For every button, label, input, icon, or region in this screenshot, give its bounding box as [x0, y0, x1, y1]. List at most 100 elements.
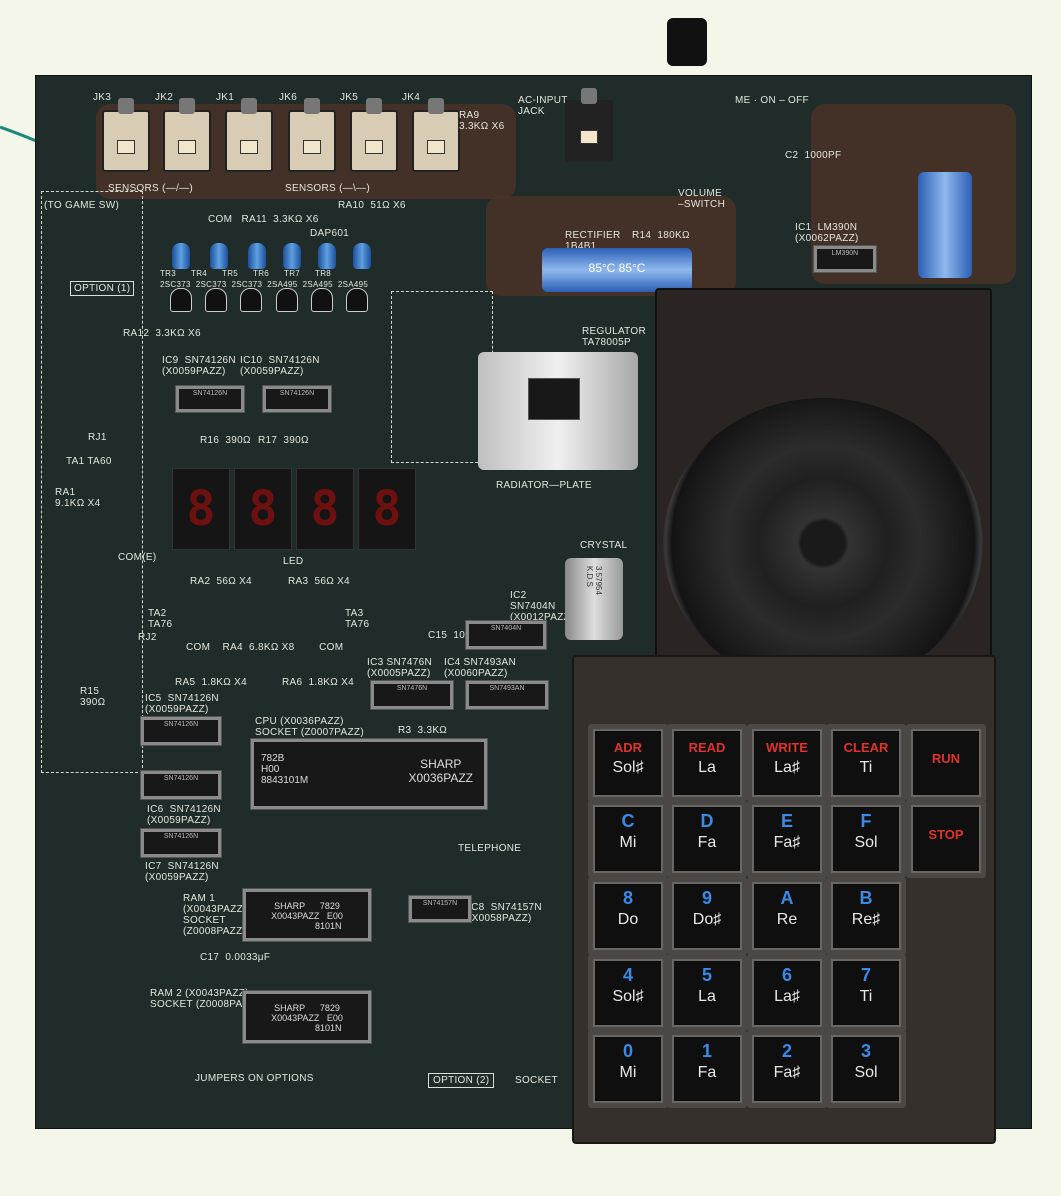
label-ic3: IC3 SN7476N (X0005PAZZ) — [367, 657, 432, 679]
key-note: La♯ — [774, 988, 800, 1005]
led-digit: 8 — [172, 468, 230, 550]
key-label: 9 — [701, 888, 712, 908]
key-label: 5 — [701, 965, 712, 985]
electrolytic-capacitor-c4 — [918, 172, 972, 278]
label-sensors-left: SENSORS (—/—) — [108, 183, 194, 194]
sensor-jack[interactable] — [350, 98, 398, 172]
chip-ic4: SN7493AN — [465, 680, 549, 710]
key-note: Re♯ — [851, 911, 881, 928]
ram1-chip: SHARP 7829 X0043PAZZ E00 8101N — [242, 888, 372, 942]
label-ra11: COM RA11 3.3KΩ X6 — [208, 214, 319, 225]
key-label: 3 — [860, 1041, 871, 1061]
key-label: 6 — [781, 965, 792, 985]
key-note: Sol — [854, 1064, 878, 1081]
option1-outline — [41, 191, 143, 773]
key-label: ADR — [613, 740, 643, 755]
key-label: 0 — [622, 1041, 633, 1061]
led-digit: 8 — [234, 468, 292, 550]
transistor — [276, 288, 298, 312]
label-ic4: IC4 SN7493AN (X0060PAZZ) — [444, 657, 516, 679]
key-note: La — [698, 759, 716, 776]
key-stop[interactable]: STOP — [906, 800, 986, 878]
label-dap601: DAP601 — [310, 228, 350, 239]
label-r16: R16 390Ω — [200, 435, 251, 446]
transistor — [205, 288, 227, 312]
sensor-jack[interactable] — [102, 98, 150, 172]
label-ic7: IC7 SN74126N (X0059PAZZ) — [145, 861, 219, 883]
led-digit: 8 — [296, 468, 354, 550]
sensor-jack[interactable] — [225, 98, 273, 172]
key-label: F — [860, 811, 872, 831]
chip-ic3: SN7476N — [370, 680, 454, 710]
label-ram2: RAM 2 (X0043PAZZ) SOCKET (Z0008PAZZ) — [150, 988, 259, 1010]
label-ic1: IC1 LM390N (X0062PAZZ) — [795, 222, 859, 244]
key-label: READ — [688, 740, 726, 755]
key-note: Fa — [697, 834, 717, 851]
label-socket: SOCKET — [515, 1075, 558, 1086]
label-ta2: TA2 TA76 — [148, 608, 173, 630]
chip-ic1: LM390N — [813, 245, 877, 273]
chip-ic9: SN74126N — [175, 385, 245, 413]
transistor — [311, 288, 333, 312]
key-label: STOP — [928, 827, 964, 842]
capacitor — [172, 243, 190, 269]
volume-knob[interactable] — [667, 18, 707, 66]
sensor-jack[interactable] — [288, 98, 336, 172]
key-label: E — [780, 811, 793, 831]
label-ic9: IC9 SN74126N (X0059PAZZ) — [162, 355, 236, 377]
label-ic8: IC8 SN74157N (X0058PAZZ) — [468, 902, 542, 924]
regulator-chip — [528, 378, 580, 420]
ac-input-jack[interactable] — [565, 88, 613, 162]
key-read[interactable]: READ La — [667, 724, 747, 802]
cpu-brand: SHARP X0036PAZZ — [408, 757, 473, 785]
jack-label: JK6 — [279, 92, 298, 103]
key-note: Do♯ — [692, 911, 722, 928]
key-note: Ti — [859, 988, 873, 1005]
sensor-jack[interactable] — [412, 98, 460, 172]
transistor — [346, 288, 368, 312]
label-r3: R3 3.3KΩ — [398, 725, 448, 736]
key-b[interactable]: B Re♯ — [826, 877, 906, 955]
sensor-jack[interactable] — [163, 98, 211, 172]
label-led: LED — [283, 556, 304, 567]
label-ra5: RA5 1.8KΩ X4 — [175, 677, 247, 688]
key-adr[interactable]: ADR Sol♯ — [588, 724, 668, 802]
label-r14: R14 180KΩ — [632, 230, 690, 241]
label-volume-switch: VOLUME –SWITCH — [678, 188, 726, 210]
label-ic2: IC2 SN7404N (X0012PAZZ) — [510, 590, 574, 623]
label-ra3: RA3 56Ω X4 — [288, 576, 350, 587]
key-label: CLEAR — [843, 740, 889, 755]
key-label: B — [859, 888, 873, 908]
label-ic5: IC5 SN74126N (X0059PAZZ) — [145, 693, 219, 715]
key-note: Sol♯ — [612, 759, 644, 776]
key-label: 4 — [622, 965, 633, 985]
key-note: Do — [617, 911, 639, 928]
cpu-marking: 782B H00 8843101M — [261, 753, 309, 786]
key-label: 8 — [622, 888, 633, 908]
chip-ic2: SN7404N — [465, 620, 547, 650]
led-display: 8 8 8 8 — [172, 468, 416, 550]
label-ra10: RA10 51Ω X6 — [338, 200, 406, 211]
cpu-chip: 782B H00 8843101M SHARP X0036PAZZ — [250, 738, 488, 810]
jack-label: JK4 — [402, 92, 421, 103]
ram2-chip: SHARP 7829 X0043PAZZ E00 8101N — [242, 990, 372, 1044]
jack-label: JK1 — [216, 92, 235, 103]
key-run[interactable]: RUN — [906, 724, 986, 802]
